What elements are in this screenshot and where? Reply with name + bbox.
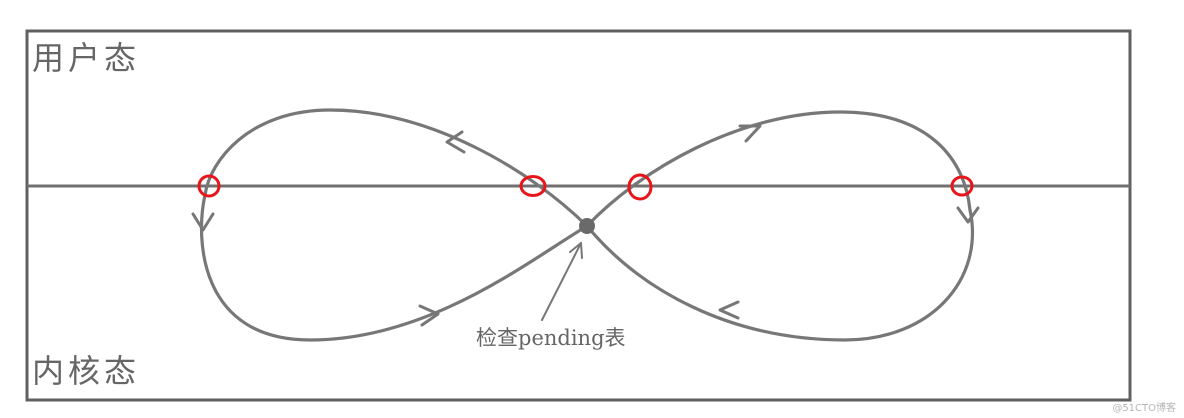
arrow-left-down [191, 212, 215, 232]
curve-lower-right [585, 208, 975, 342]
infinity-curve [200, 108, 975, 342]
crossing-markers [197, 173, 974, 201]
pointer-head [569, 242, 583, 259]
pending-check-point [579, 218, 595, 234]
annotation-pointer [541, 242, 583, 321]
outer-frame [25, 29, 1132, 402]
check-pending-label: 检查pending表 [476, 326, 626, 350]
curve-upper-left [203, 108, 589, 228]
crossing-marker-3 [627, 173, 653, 201]
arrow-right-down [956, 206, 980, 224]
curve-upper-right [585, 110, 972, 228]
user-mode-label: 用户态 [32, 39, 141, 77]
arrow-upper-left [445, 130, 466, 154]
arrow-lower-right [718, 300, 740, 320]
direction-arrows [191, 124, 980, 327]
crossing-marker-1 [197, 174, 221, 198]
crossing-marker-4 [950, 175, 974, 197]
crossing-marker-2 [519, 175, 547, 197]
kernel-mode-label: 内核态 [32, 352, 141, 390]
watermark: @51CTO博客 [1112, 403, 1176, 414]
arrow-lower-left [418, 304, 440, 327]
pointer-line [541, 242, 582, 321]
arrow-upper-right [738, 124, 762, 143]
curve-lower-left [200, 193, 589, 342]
